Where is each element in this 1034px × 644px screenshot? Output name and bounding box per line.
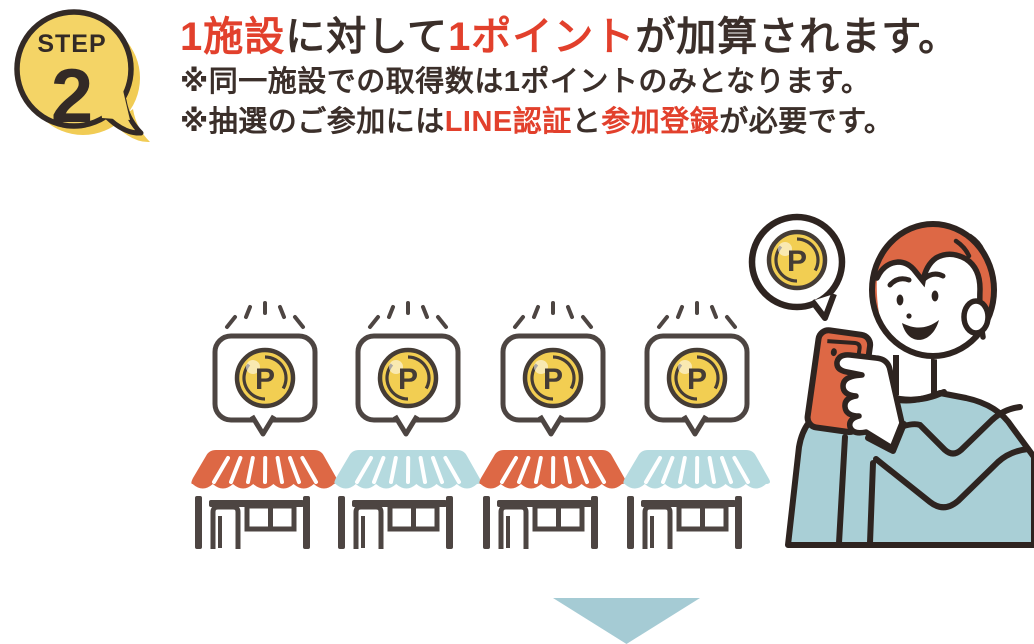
ear (961, 298, 991, 336)
shop-window (387, 503, 440, 532)
headline-segment: が必要です。 (719, 106, 894, 138)
shop-door (642, 504, 673, 549)
shop-door (498, 504, 529, 549)
hair-highlight (953, 233, 986, 259)
storefront (627, 496, 742, 549)
coin-letter: P (255, 363, 275, 396)
storefront (338, 496, 453, 549)
shop-awning (191, 450, 338, 489)
point-coin-icon: P (234, 347, 296, 409)
headline-segment: に対して (285, 15, 449, 59)
shop-window (532, 503, 585, 532)
storefront (195, 496, 310, 549)
badge-tail-joint (98, 86, 130, 120)
nose (906, 313, 912, 319)
headline-line-1: 1施設に対して1ポイントが加算されます。 (180, 12, 1020, 62)
hairline (874, 251, 986, 340)
person-illustration: P (740, 205, 1034, 548)
shop-awning (479, 450, 626, 489)
awning-stripes (212, 456, 318, 484)
shop-window (676, 503, 729, 532)
shop-door (210, 504, 241, 549)
awning-stripes (644, 456, 750, 484)
left-eye (896, 294, 904, 306)
storefront (483, 496, 598, 549)
down-arrow-icon (553, 598, 700, 644)
person-point-bubble: P (748, 213, 846, 321)
sparkle-rays-icon (368, 301, 448, 329)
point-speech-bubble: P (500, 333, 606, 437)
hand (834, 352, 905, 451)
point-speech-bubble: P (212, 333, 318, 437)
point-speech-bubble: P (644, 333, 750, 437)
shop-with-point-bubble: P (190, 300, 340, 550)
sparkle-rays-icon (513, 301, 593, 329)
point-coin-icon: P (666, 347, 728, 409)
headline-line-2: ※同一施設での取得数は1ポイントのみとなります。 (180, 62, 1020, 102)
point-coin-icon: P (377, 347, 439, 409)
headline-segment: 1ポイント (448, 15, 636, 59)
headline-segment: 1施設 (180, 15, 286, 59)
coin-letter: P (398, 363, 418, 396)
shop-awning (334, 450, 481, 489)
headline-segment: が加算されます。 (635, 15, 960, 59)
point-coin-icon: P (522, 347, 584, 409)
eyebrows (887, 271, 946, 288)
headline: 1施設に対して1ポイントが加算されます。 ※同一施設での取得数は1ポイントのみと… (180, 12, 1020, 142)
step-label: STEP (37, 30, 106, 58)
sparkle-rays-icon (225, 301, 305, 329)
step-badge: STEP 2 (8, 6, 158, 156)
coin-letter: P (787, 245, 807, 278)
awning-stripes (355, 456, 461, 484)
headline-segment: と (571, 106, 602, 138)
shop-awning (623, 450, 770, 489)
step-number: 2 (51, 54, 93, 139)
point-coin-icon: P (766, 229, 828, 291)
coin-letter: P (543, 363, 563, 396)
point-speech-bubble: P (355, 333, 461, 437)
coin-letter: P (687, 363, 707, 396)
awning-stripes (500, 456, 606, 484)
right-eye (931, 290, 939, 302)
mouth (902, 320, 939, 340)
step-badge-graphic: STEP 2 (14, 9, 150, 143)
shop-window (244, 503, 297, 532)
headline-line-3: ※抽選のご参加にはLINE認証と参加登録が必要です。 (180, 102, 1020, 142)
headline-segment: ※抽選のご参加には (180, 106, 445, 138)
shop-with-point-bubble: P (333, 300, 483, 550)
headline-segment: LINE認証 (444, 106, 572, 138)
shop-door (353, 504, 384, 549)
headline-segment: ※同一施設での取得数は1ポイントのみとなります。 (180, 66, 871, 98)
sparkle-rays-icon (657, 301, 737, 329)
head-outline (869, 221, 997, 359)
shop-with-point-bubble: P (622, 300, 772, 550)
person-head (869, 221, 997, 360)
shop-with-point-bubble: P (478, 300, 628, 550)
headline-segment: 参加登録 (601, 106, 720, 138)
